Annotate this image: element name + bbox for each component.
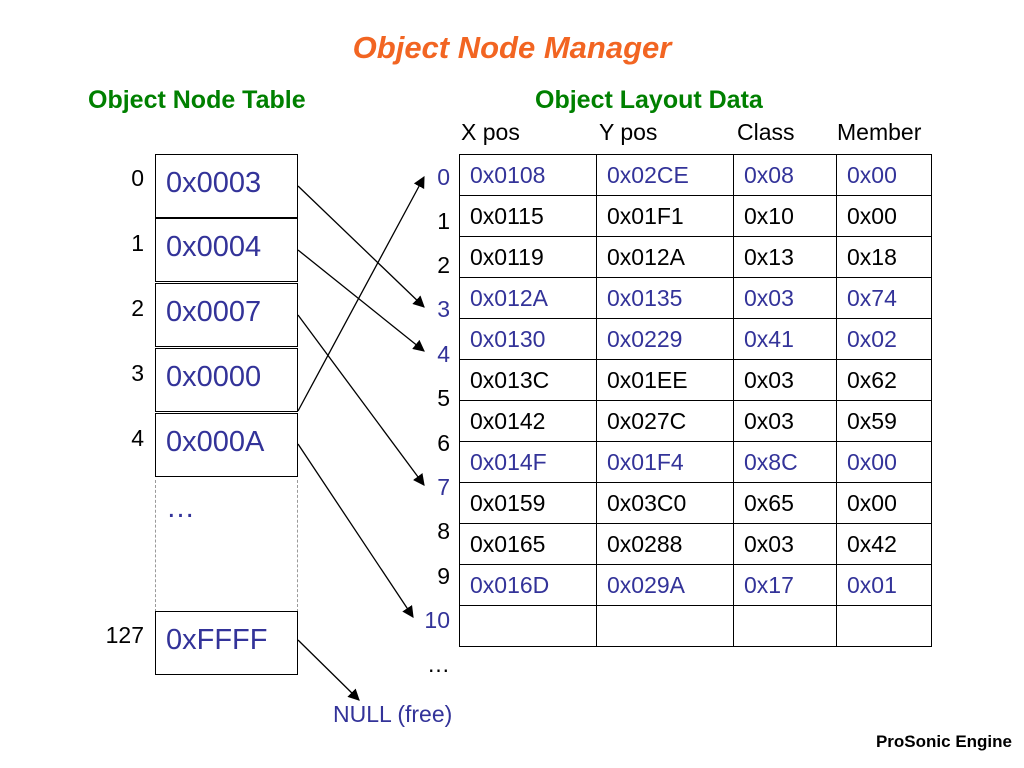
ypos-cell: 0x012A	[596, 236, 734, 278]
ypos-cell: 0x01F4	[596, 441, 734, 483]
ypos-cell: 0x01F1	[596, 195, 734, 237]
xpos-cell: 0x0165	[459, 523, 597, 565]
xpos-cell: 0x0130	[459, 318, 597, 360]
column-header-member: Member	[837, 119, 922, 145]
ypos-cell: 0x027C	[596, 400, 734, 442]
table-row: 0x012A 0x0135 0x03 0x74	[459, 277, 932, 319]
ypos-cell: 0x029A	[596, 564, 734, 606]
member-cell: 0x01	[836, 564, 932, 606]
page-title: Object Node Manager	[352, 30, 672, 65]
xpos-cell: 0x0115	[459, 195, 597, 237]
table-row: 0x0142 0x027C 0x03 0x59	[459, 400, 932, 442]
node-index: 3	[131, 360, 144, 386]
xpos-cell	[459, 605, 597, 647]
xpos-cell: 0x012A	[459, 277, 597, 319]
member-cell: 0x00	[836, 154, 932, 196]
row-index: 0	[437, 164, 450, 190]
table-row: 0x016D 0x029A 0x17 0x01	[459, 564, 932, 606]
member-cell: 0x18	[836, 236, 932, 278]
node-index: 0	[131, 165, 144, 191]
arrow-3-to-0	[297, 175, 425, 412]
node-ellipsis: …	[155, 480, 298, 612]
node-entry-last: 0xFFFF	[155, 611, 298, 675]
row-index: 3	[437, 296, 450, 322]
node-entry: 0x0004	[155, 218, 298, 282]
footer-brand: ProSonic Engine	[875, 732, 1012, 751]
class-cell: 0x65	[733, 482, 837, 524]
member-cell: 0x42	[836, 523, 932, 565]
column-header-xpos: X pos	[461, 119, 520, 145]
ypos-cell: 0x0288	[596, 523, 734, 565]
node-index: 1	[131, 230, 144, 256]
layout-data-table: 0x0108 0x02CE 0x08 0x00 0x0115 0x01F1 0x…	[459, 154, 932, 647]
class-cell	[733, 605, 837, 647]
xpos-cell: 0x016D	[459, 564, 597, 606]
column-header-class: Class	[737, 119, 795, 145]
node-index: 127	[105, 622, 144, 648]
class-cell: 0x13	[733, 236, 837, 278]
member-cell: 0x59	[836, 400, 932, 442]
xpos-cell: 0x0119	[459, 236, 597, 278]
class-cell: 0x08	[733, 154, 837, 196]
table-row: 0x0115 0x01F1 0x10 0x00	[459, 195, 932, 237]
node-index: 2	[131, 295, 144, 321]
node-entry: 0x0000	[155, 348, 298, 412]
member-cell	[836, 605, 932, 647]
node-index: 4	[131, 425, 144, 451]
ypos-cell: 0x0135	[596, 277, 734, 319]
node-entry: 0x000A	[155, 413, 298, 477]
arrow-127-to-null	[297, 639, 360, 701]
arrow-2-to-7	[297, 314, 425, 486]
member-cell: 0x74	[836, 277, 932, 319]
class-cell: 0x41	[733, 318, 837, 360]
member-cell: 0x00	[836, 482, 932, 524]
table-row: 0x0108 0x02CE 0x08 0x00	[459, 154, 932, 196]
arrow-4-to-10	[297, 443, 414, 618]
node-entry: 0x0003	[155, 154, 298, 218]
row-index: 2	[437, 252, 450, 278]
ypos-cell: 0x0229	[596, 318, 734, 360]
node-table-heading: Object Node Table	[88, 86, 306, 114]
table-row	[459, 605, 932, 647]
node-entry: 0x0007	[155, 283, 298, 347]
member-cell: 0x00	[836, 195, 932, 237]
table-row: 0x0159 0x03C0 0x65 0x00	[459, 482, 932, 524]
xpos-cell: 0x014F	[459, 441, 597, 483]
arrow-1-to-4	[297, 249, 425, 352]
class-cell: 0x03	[733, 359, 837, 401]
member-cell: 0x62	[836, 359, 932, 401]
row-index: 1	[437, 208, 450, 234]
xpos-cell: 0x013C	[459, 359, 597, 401]
class-cell: 0x03	[733, 400, 837, 442]
row-index: 9	[437, 563, 450, 589]
row-index: 4	[437, 341, 450, 367]
null-free-label: NULL (free)	[333, 701, 453, 727]
class-cell: 0x8C	[733, 441, 837, 483]
table-row: 0x014F 0x01F4 0x8C 0x00	[459, 441, 932, 483]
row-index: 5	[437, 385, 450, 411]
table-row: 0x0130 0x0229 0x41 0x02	[459, 318, 932, 360]
table-row: 0x0119 0x012A 0x13 0x18	[459, 236, 932, 278]
ypos-cell: 0x01EE	[596, 359, 734, 401]
arrow-0-to-3	[297, 185, 425, 308]
row-index: 10	[424, 607, 450, 633]
class-cell: 0x03	[733, 523, 837, 565]
ypos-cell: 0x03C0	[596, 482, 734, 524]
row-index: 8	[437, 518, 450, 544]
row-index: 7	[437, 474, 450, 500]
row-index: …	[427, 651, 450, 677]
row-index: 6	[437, 430, 450, 456]
ypos-cell	[596, 605, 734, 647]
table-row: 0x013C 0x01EE 0x03 0x62	[459, 359, 932, 401]
class-cell: 0x10	[733, 195, 837, 237]
ypos-cell: 0x02CE	[596, 154, 734, 196]
table-row: 0x0165 0x0288 0x03 0x42	[459, 523, 932, 565]
column-header-ypos: Y pos	[599, 119, 658, 145]
layout-data-heading: Object Layout Data	[535, 86, 763, 114]
